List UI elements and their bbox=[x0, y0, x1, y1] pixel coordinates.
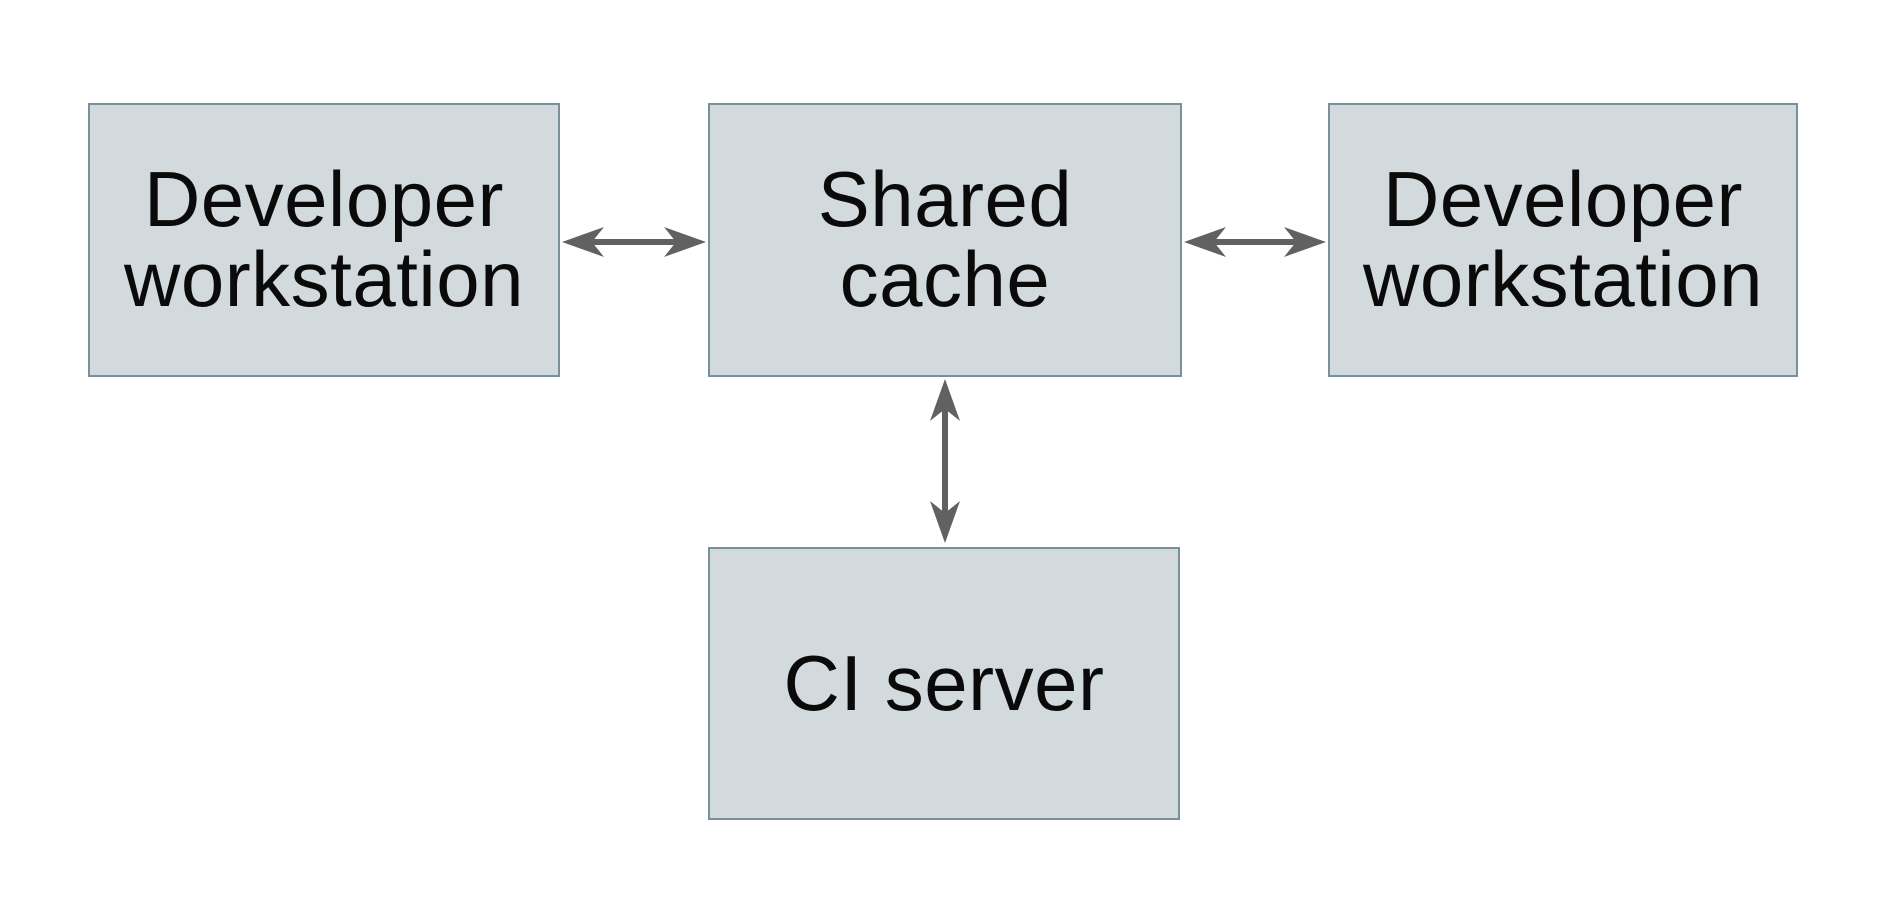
node-label-developer-workstation-right: Developer workstation bbox=[1363, 155, 1763, 323]
node-developer-workstation-left: Developer workstation bbox=[88, 103, 560, 377]
node-label-developer-workstation-left: Developer workstation bbox=[124, 155, 524, 323]
bidirectional-arrow-cache-ciserver bbox=[930, 379, 960, 543]
node-ci-server: CI server bbox=[708, 547, 1180, 820]
node-shared-cache: Shared cache bbox=[708, 103, 1182, 377]
node-developer-workstation-right: Developer workstation bbox=[1328, 103, 1798, 377]
bidirectional-arrow-cache-devright bbox=[1184, 227, 1326, 257]
node-label-shared-cache: Shared cache bbox=[817, 155, 1073, 323]
bidirectional-arrow-devleft-cache bbox=[562, 227, 706, 257]
node-label-ci-server: CI server bbox=[783, 638, 1105, 727]
